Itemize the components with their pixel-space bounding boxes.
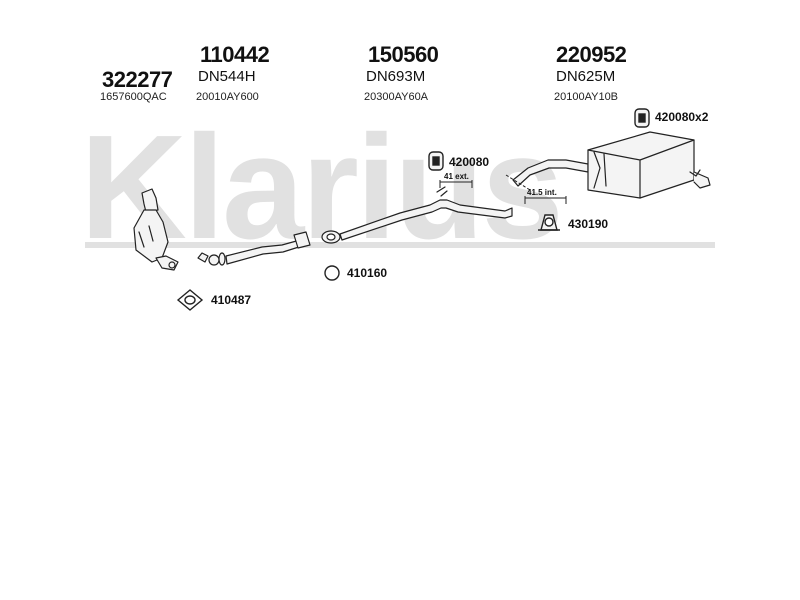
- part-322277-number: 322277: [102, 67, 173, 92]
- part-322277-oem: 1657600QAC: [100, 91, 167, 103]
- middle-pipe-icon: [321, 186, 513, 244]
- part-220952-number: 220952: [556, 42, 627, 67]
- hanger-icon: [634, 108, 650, 128]
- part-110442-code: DN544H: [198, 68, 256, 85]
- fitting-430190-label: 430190: [568, 217, 609, 231]
- ring-gasket-icon: [324, 265, 340, 281]
- fitting-410160-label: 410160: [347, 266, 388, 280]
- rear-silencer-icon: [512, 131, 711, 199]
- catalytic-converter-icon: [133, 188, 179, 271]
- fitting-420080-label: 420080: [449, 155, 490, 169]
- part-110442-number: 110442: [200, 42, 270, 67]
- fitting-420080x2-label: 420080x2: [655, 110, 709, 124]
- dimension-int-label: 41.5 int.: [527, 188, 557, 197]
- part-220952-oem: 20100AY10B: [554, 91, 619, 103]
- flange-gasket-icon: [176, 289, 204, 311]
- fitting-410487-label: 410487: [211, 293, 252, 307]
- dimension-ext-label: 41 ext.: [444, 172, 469, 181]
- part-220952-code: DN625M: [556, 68, 616, 85]
- rubber-mount-icon: [428, 151, 444, 171]
- part-150560-oem: 20300AY60A: [364, 91, 429, 103]
- part-110442-oem: 20010AY600: [196, 91, 259, 103]
- front-pipe-icon: [197, 231, 311, 266]
- part-150560-number: 150560: [368, 42, 439, 67]
- clamp-icon: [538, 214, 560, 231]
- part-150560-code: DN693M: [366, 68, 426, 85]
